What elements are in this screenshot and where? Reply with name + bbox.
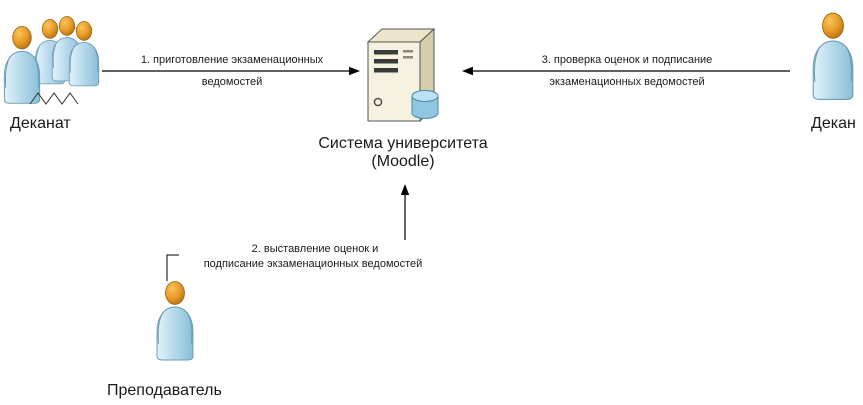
system-node: Система университета (Moodle) [318, 27, 488, 170]
vent-slot [403, 56, 413, 59]
server-icon [366, 27, 439, 123]
person-icon [156, 281, 194, 361]
flow-3-arrowhead [462, 66, 473, 76]
flow-3: 3. проверка оценок и подписание экзамена… [462, 54, 790, 88]
dekan-label: Декан [811, 115, 856, 132]
database-cylinder-top [411, 90, 439, 102]
flow-2: 2. выставление оценок и подписание экзам… [166, 184, 423, 281]
system-label-line2: (Moodle) [371, 153, 434, 170]
flow-2-leader-line [166, 254, 179, 281]
actor-dekanat: Деканат [3, 16, 100, 132]
group-legs-hatching [29, 92, 79, 105]
flow-1-label-line2: ведомостей [202, 76, 263, 88]
flow-1: 1. приготовление экзаменационных ведомос… [102, 54, 360, 88]
drive-bay-slot [374, 50, 398, 55]
flow-1-arrowhead [349, 66, 360, 76]
actor-teacher: Преподаватель [107, 281, 222, 399]
flow-1-label-line1: 1. приготовление экзаменационных [141, 54, 324, 66]
flow-2-arrowhead [400, 184, 410, 195]
drive-bay-slot [374, 68, 398, 73]
drive-bay-slot [374, 59, 398, 64]
database-cylinder-body [411, 96, 439, 119]
flow-3-label-line2: экзаменационных ведомостей [549, 76, 704, 88]
person-icon [812, 12, 854, 100]
database-icon [411, 90, 439, 119]
flow-2-label-line2: подписание экзаменационных ведомостей [204, 258, 423, 270]
flow-3-label-line1: 3. проверка оценок и подписание [542, 54, 713, 66]
vent-slot [403, 50, 413, 53]
system-label-line1: Система университета [318, 135, 487, 152]
person-icon [3, 25, 41, 104]
flow-2-label-line1: 2. выставление оценок и [252, 243, 379, 255]
actor-dekan: Декан [811, 12, 856, 132]
power-button-icon [373, 97, 383, 107]
dekanat-label: Деканат [10, 115, 71, 132]
teacher-label: Преподаватель [107, 382, 222, 399]
server-front-face [367, 41, 421, 122]
